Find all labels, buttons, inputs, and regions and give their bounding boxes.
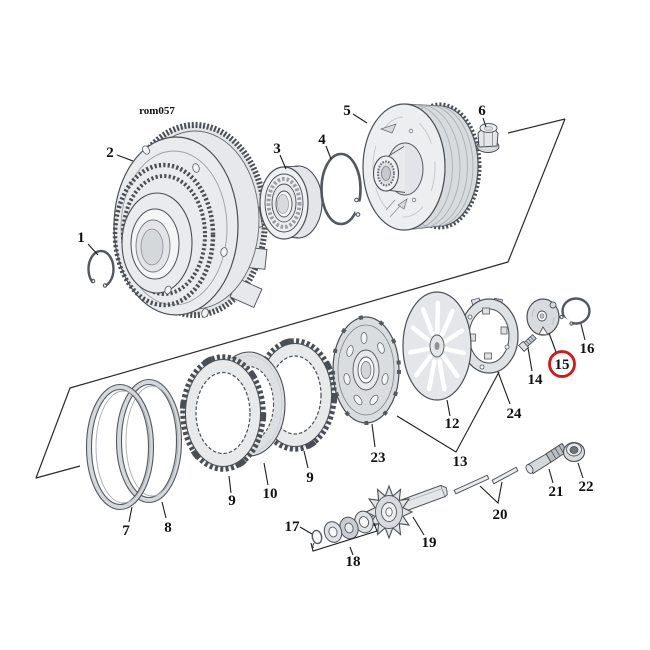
leader-lines	[87, 113, 586, 556]
part-19-sprocket-shaft	[364, 484, 448, 540]
part-18-washer-set	[323, 510, 374, 543]
part-9-friction-plate-left	[179, 353, 267, 473]
callout-19: 19	[422, 535, 437, 551]
callout-9-left: 9	[228, 493, 236, 509]
callout-23: 23	[371, 450, 386, 466]
callout-13: 13	[453, 454, 468, 470]
callout-12: 12	[445, 416, 460, 432]
highlight-circle	[548, 350, 576, 378]
callout-22: 22	[579, 479, 594, 495]
part-21-stud	[525, 442, 568, 475]
callout-6: 6	[478, 103, 486, 119]
figure-code: rom057	[139, 105, 175, 117]
part-3-bearing	[259, 165, 323, 240]
part-15-release-plate	[526, 298, 560, 336]
part-7-ring	[85, 383, 155, 511]
callout-5: 5	[343, 103, 351, 119]
callout-1: 1	[77, 230, 85, 246]
callout-4: 4	[318, 132, 326, 148]
callout-16: 16	[580, 341, 596, 357]
part-5-clutch-drum	[362, 102, 482, 231]
callout-21: 21	[549, 484, 564, 500]
callout-14: 14	[528, 372, 544, 388]
callouts: 1 2 3 4 5 6 7 8 9 10 9 12 13 14 15 16 17…	[77, 103, 595, 570]
part-23-pressure-plate	[331, 315, 401, 425]
assembly-plane-outline	[35, 118, 566, 479]
callout-9-right: 9	[306, 470, 314, 486]
part-2-clutch-basket	[112, 122, 268, 318]
part-20-pushrods	[453, 466, 519, 495]
callout-24: 24	[507, 406, 523, 422]
part-4-snap-ring	[320, 152, 363, 226]
callout-15: 15	[555, 357, 570, 373]
part-6-nut	[476, 123, 500, 153]
callout-8: 8	[164, 520, 172, 536]
callout-10: 10	[263, 486, 278, 502]
callout-18: 18	[346, 554, 361, 570]
callout-2: 2	[106, 145, 114, 161]
callout-3: 3	[273, 141, 281, 157]
part-14-screw	[518, 334, 537, 352]
part-16-snap-ring	[559, 297, 591, 328]
part-17-clip	[311, 529, 323, 549]
part-12-diaphragm-spring	[402, 291, 472, 401]
callout-17: 17	[285, 519, 301, 535]
callout-20: 20	[493, 507, 508, 523]
part-8-ring	[115, 378, 183, 504]
part-22-nut	[562, 441, 586, 463]
part-24-retainer-plate	[459, 297, 519, 374]
part-1-snap-ring	[87, 249, 115, 291]
callout-7: 7	[122, 523, 130, 539]
